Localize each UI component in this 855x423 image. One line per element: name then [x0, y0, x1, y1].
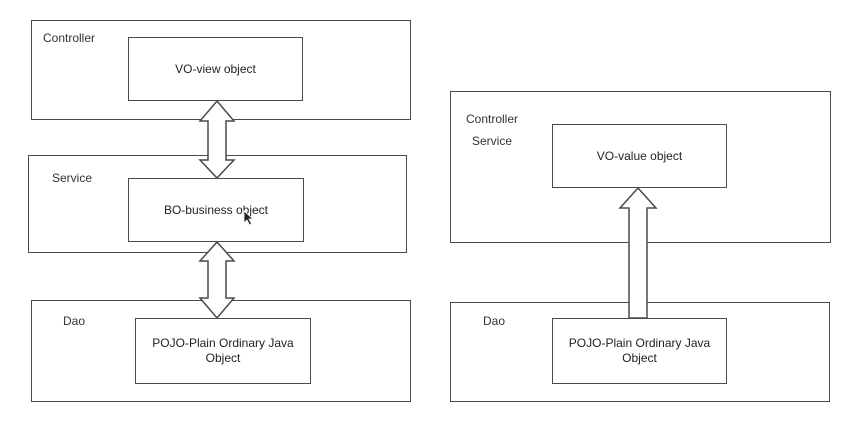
- right-pojo-label: POJO-Plain Ordinary Java Object: [568, 336, 711, 365]
- left-dao-label: Dao: [63, 314, 86, 328]
- right-dao-label: Dao: [483, 314, 506, 328]
- right-service-label: Service: [472, 134, 513, 148]
- vo-value-object-label: VO-value object: [596, 148, 683, 163]
- vo-value-object-box: VO-value object: [552, 124, 727, 188]
- mouse-cursor-icon: [243, 210, 255, 226]
- vo-view-object-label: VO-view object: [175, 61, 256, 76]
- left-controller-label: Controller: [43, 31, 96, 45]
- vo-view-object-box: VO-view object: [128, 37, 303, 101]
- bo-business-object-label: BO-business object: [163, 202, 269, 217]
- left-pojo-label: POJO-Plain Ordinary Java Object: [152, 336, 294, 365]
- bo-business-object-box: BO-business object: [128, 178, 304, 242]
- left-pojo-box: POJO-Plain Ordinary Java Object: [135, 318, 311, 384]
- left-service-label: Service: [52, 171, 93, 185]
- right-controller-label: Controller: [466, 112, 519, 126]
- right-pojo-box: POJO-Plain Ordinary Java Object: [552, 318, 727, 384]
